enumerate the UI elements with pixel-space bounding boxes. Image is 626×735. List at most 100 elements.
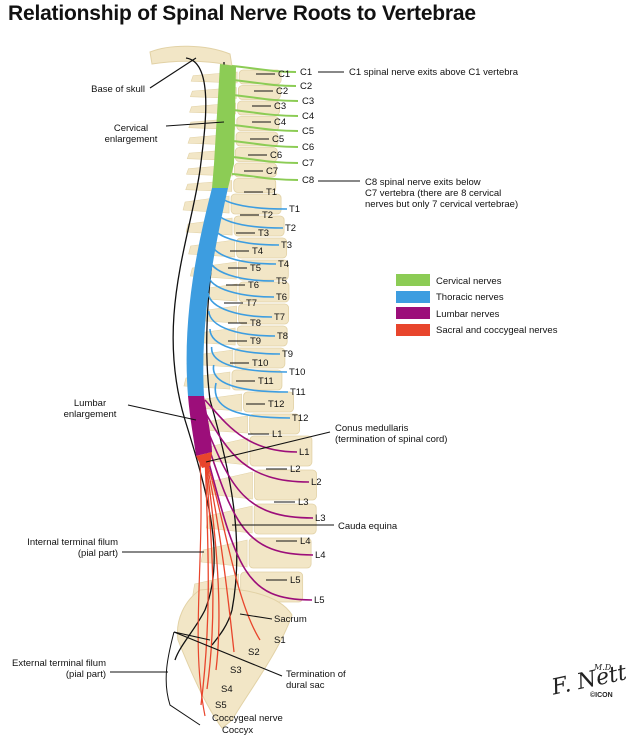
cord-segment-sacral — [196, 452, 212, 468]
nerve-root-c2 — [231, 79, 297, 87]
page-title: Relationship of Spinal Nerve Roots to Ve… — [8, 2, 476, 25]
cervical-enlargement-leader — [165, 121, 225, 127]
nerve-label-c8: C8 — [302, 175, 314, 186]
sacrum-bone — [176, 588, 293, 729]
annotation-conus-medullaris-line1: Conus medullaris — [335, 423, 409, 434]
legend-label-lumbar: Lumbar nerves — [436, 309, 500, 320]
nerve-label-c1: C1 — [300, 67, 312, 78]
nerve-root-t7 — [207, 292, 273, 318]
vertebra-label-l4: L4 — [300, 536, 311, 547]
lumbar-enlargement-leader — [127, 404, 197, 421]
annotation-cervical-enlargement-line2: enlargement — [105, 134, 158, 145]
nerve-label-l4: L4 — [315, 550, 326, 561]
nerve-label-c5: C5 — [302, 126, 314, 137]
nerve-root-c8 — [231, 173, 299, 181]
nerve-label-t2: T2 — [285, 223, 296, 234]
annotation-dural-sac-line1: Termination of — [286, 669, 346, 680]
annotation-dural-sac-line2: dural sac — [286, 680, 325, 691]
nerve-label-t1: T1 — [289, 204, 300, 215]
nerve-label-t6: T6 — [276, 292, 287, 303]
skull-base — [149, 45, 233, 67]
vertebra-label-t12: T12 — [268, 399, 284, 410]
legend-label-sacral: Sacral and coccygeal nerves — [436, 325, 558, 336]
vertebra-label-c1: C1 — [278, 69, 290, 80]
spinal-cord — [186, 64, 236, 468]
annotation-cervical-enlargement-line1: Cervical — [114, 123, 148, 134]
nerve-label-s1: S1 — [274, 635, 286, 646]
vertebra-label-t8: T8 — [250, 318, 261, 329]
conus-medullaris-leader — [205, 431, 331, 463]
annotation-external-filum-line2: (pial part) — [66, 669, 106, 680]
nerve-root-c1 — [231, 65, 297, 73]
dural-sac-posterior-outline — [172, 57, 215, 661]
vertebra-label-t9: T9 — [250, 336, 261, 347]
nerve-root-l4 — [204, 435, 314, 556]
nerve-root-s4 — [204, 454, 214, 690]
annotation-lumbar-enlargement-line1: Lumbar — [74, 398, 106, 409]
nerve-root-l3 — [204, 423, 314, 519]
artist-signature: F. Netter M.D. ©ICON — [549, 655, 626, 701]
vertebra-label-t3: T3 — [258, 228, 269, 239]
vertebra-label-t1: T1 — [266, 187, 277, 198]
annotation-base-of-skull: Base of skull — [91, 84, 145, 95]
annotation-lumbar-enlargement-line2: enlargement — [64, 409, 117, 420]
vertebral-body — [238, 281, 290, 303]
cord-segment-cervical — [212, 64, 236, 188]
vertebra-label-sacrum: Sacrum — [274, 614, 307, 625]
nerve-labels: C1C2C3C4C5C6C7C8T1T2T3T4T5T6T7T8T9T10T11… — [215, 67, 326, 711]
vertebra-label-t2: T2 — [262, 210, 273, 221]
legend-swatch-sacral — [396, 324, 430, 336]
annotations: Base of skull Cervical enlargement C1 sp… — [12, 67, 519, 691]
vertebra-label-coccyx: Coccyx — [222, 725, 253, 735]
vertebral-body — [231, 369, 283, 391]
legend-swatch-lumbar — [396, 307, 430, 319]
nerve-label-l5: L5 — [314, 595, 325, 606]
vertebra-label-c5: C5 — [272, 134, 284, 145]
vertebra-label-c4: C4 — [274, 117, 286, 128]
nerve-label-s4: S4 — [221, 684, 233, 695]
annotation-leaders — [110, 57, 360, 677]
legend: Cervical nerves Thoracic nerves Lumbar n… — [396, 274, 558, 336]
vertebra-label-t11: T11 — [258, 376, 274, 387]
annotation-c8-exit-line1: C8 spinal nerve exits below — [365, 177, 481, 188]
nerve-root-c6 — [231, 140, 299, 148]
vertebra-label-t7: T7 — [246, 298, 257, 309]
signature-name: F. Netter — [549, 655, 626, 701]
dural-sac-leader — [173, 631, 283, 677]
nerve-label-c7: C7 — [302, 158, 314, 169]
annotation-external-filum-line1: External terminal filum — [12, 658, 106, 669]
nerve-label-s2: S2 — [248, 647, 260, 658]
annotation-c1-exit: C1 spinal nerve exits above C1 vertebra — [349, 67, 519, 78]
nerve-label-s3: S3 — [230, 665, 242, 676]
nerve-root-c3 — [231, 94, 299, 102]
annotation-internal-filum-line2: (pial part) — [78, 548, 118, 559]
nerve-label-t8: T8 — [277, 331, 288, 342]
signature-suffix: M.D. — [593, 663, 613, 672]
vertebra-label-l5: L5 — [290, 575, 301, 586]
nerve-label-t7: T7 — [274, 312, 285, 323]
annotation-cauda-equina: Cauda equina — [338, 521, 398, 532]
nerve-label-t5: T5 — [276, 276, 287, 287]
nerve-root-s3 — [204, 454, 220, 671]
vertebra-label-c3: C3 — [274, 101, 286, 112]
nerve-label-t12: T12 — [292, 413, 308, 424]
vertebra-label-l1: L1 — [272, 429, 283, 440]
vertebra-label-t6: T6 — [248, 280, 259, 291]
nerve-label-c3: C3 — [302, 96, 314, 107]
nerve-label-l3: L3 — [315, 513, 326, 524]
nerve-root-t11 — [212, 364, 289, 393]
nerve-root-t12 — [214, 382, 291, 419]
nerve-root-l2 — [204, 411, 310, 483]
nerve-label-c4: C4 — [302, 111, 314, 122]
nerve-label-t4: T4 — [278, 259, 289, 270]
vertebra-label-t10: T10 — [252, 358, 268, 369]
nerve-label-t9: T9 — [282, 349, 293, 360]
vertebra-label-c6: C6 — [270, 150, 282, 161]
dural-sac-leader-2 — [173, 631, 211, 641]
signature-mark: ©ICON — [590, 691, 613, 699]
nerve-root-t10 — [210, 346, 288, 373]
nerve-root-t9 — [209, 328, 281, 355]
nerve-root-l1 — [204, 399, 298, 453]
vertebra-label-t5: T5 — [250, 263, 261, 274]
